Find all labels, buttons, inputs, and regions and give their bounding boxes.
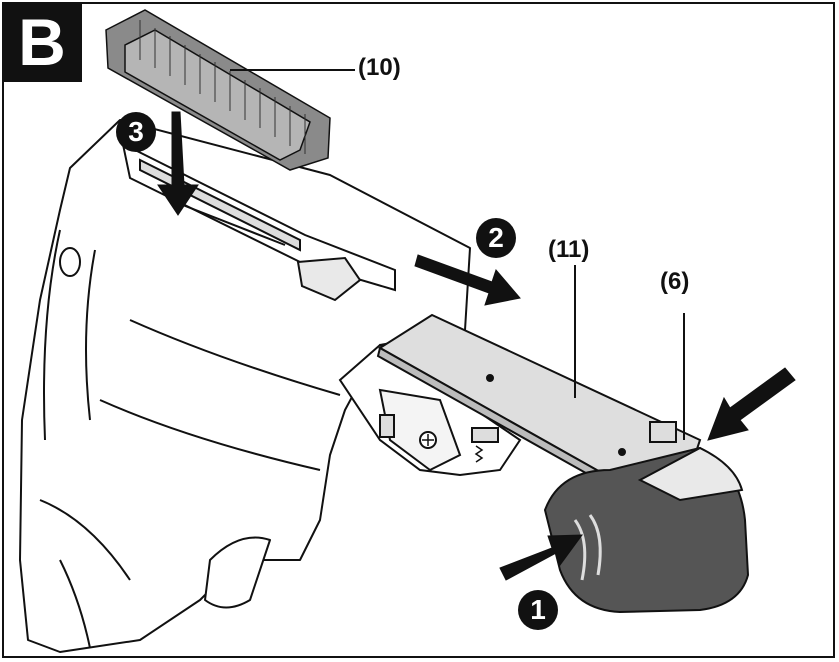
- step-badge-2: 2: [476, 218, 516, 258]
- clip-1: [380, 415, 394, 437]
- step-badge-3: 3: [116, 112, 156, 152]
- clip-2: [472, 428, 498, 442]
- magazine-hole-1: [487, 375, 493, 381]
- callout-staples: (10): [358, 54, 401, 82]
- arrow-press-release: [708, 368, 795, 440]
- magazine-hole-2: [619, 449, 625, 455]
- callout-magazine: (11): [548, 236, 589, 264]
- release-button: [650, 422, 676, 442]
- step-badge-1: 1: [518, 590, 558, 630]
- figure-letter: B: [2, 2, 82, 82]
- callout-release-button: (6): [660, 268, 689, 296]
